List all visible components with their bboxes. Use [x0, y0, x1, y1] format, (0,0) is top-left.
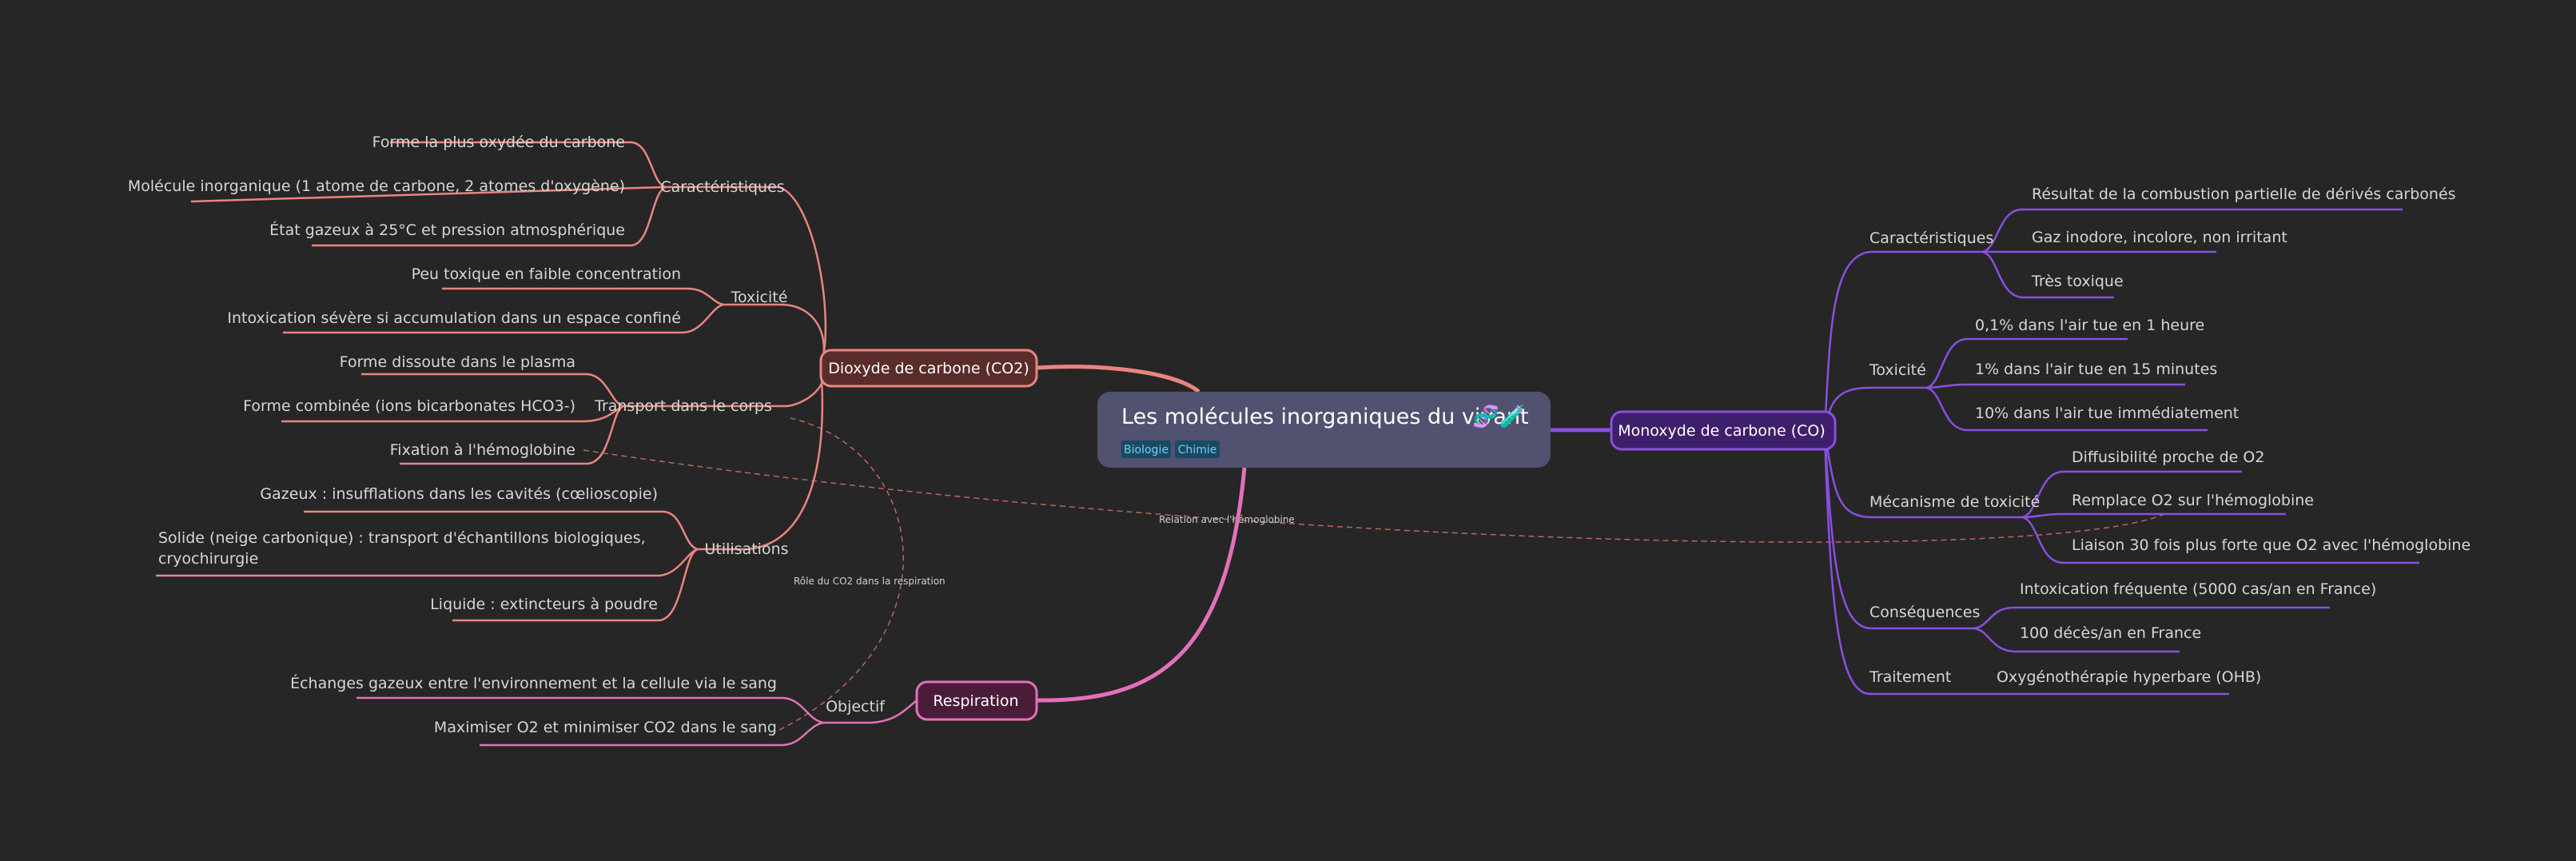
relation-role-co2-label: Rôle du CO2 dans la respiration: [794, 576, 946, 587]
co2-toxicite-2[interactable]: Intoxication sévère si accumulation dans…: [227, 309, 681, 327]
root-node[interactable]: Les molécules inorganiques du vivant 🧬🧪 …: [1097, 392, 1551, 468]
co2-transport-label[interactable]: Transport dans le corps: [594, 397, 772, 415]
root-title: Les molécules inorganiques du vivant: [1121, 405, 1529, 429]
co-mecanisme-label[interactable]: Mécanisme de toxicité: [1869, 493, 2040, 511]
co-node-label: Monoxyde de carbone (CO): [1618, 422, 1825, 440]
relation-hemoglobine-line: [583, 449, 2165, 543]
relation-role-co2-line: [778, 417, 904, 731]
co-mecanisme-1[interactable]: Diffusibilité proche de O2: [2072, 448, 2264, 466]
co-consequences-label[interactable]: Conséquences: [1869, 604, 1980, 621]
co2-transport-1[interactable]: Forme dissoute dans le plasma: [340, 353, 575, 371]
respiration-branch: [356, 696, 918, 747]
co-node[interactable]: Monoxyde de carbone (CO): [1610, 410, 1837, 451]
co2-node[interactable]: Dioxyde de carbone (CO2): [819, 349, 1038, 388]
co-consequence-1[interactable]: Intoxication fréquente (5000 cas/an en F…: [2020, 580, 2376, 598]
co-toxicite-label[interactable]: Toxicité: [1869, 361, 1926, 379]
co2-caracteristique-2[interactable]: Molécule inorganique (1 atome de carbone…: [128, 177, 625, 195]
co-toxicite-3[interactable]: 10% dans l'air tue immédiatement: [1975, 405, 2239, 422]
respiration-node[interactable]: Respiration: [915, 680, 1038, 721]
co2-toxicite-label[interactable]: Toxicité: [731, 289, 788, 306]
co2-utilisation-3[interactable]: Liquide : extincteurs à poudre: [430, 596, 658, 613]
co2-caracteristique-3[interactable]: État gazeux à 25°C et pression atmosphér…: [269, 221, 625, 239]
co-toxicite-2[interactable]: 1% dans l'air tue en 15 minutes: [1975, 361, 2217, 378]
co2-toxicite-1[interactable]: Peu toxique en faible concentration: [412, 265, 681, 283]
co2-caracteristique-1[interactable]: Forme la plus oxydée du carbone: [372, 134, 625, 151]
co2-utilisation-1[interactable]: Gazeux : insufflations dans les cavités …: [260, 485, 658, 503]
relation-hemoglobine-label: Relation avec l'hémoglobine: [1159, 514, 1295, 525]
respiration-objectif-1[interactable]: Échanges gazeux entre l'environnement et…: [290, 674, 777, 692]
respiration-objectif-label[interactable]: Objectif: [826, 698, 886, 716]
connector-root-co2: [1036, 365, 1200, 393]
respiration-node-label: Respiration: [933, 692, 1018, 710]
connector-root-respiration: [1036, 467, 1247, 703]
co2-node-label: Dioxyde de carbone (CO2): [828, 360, 1029, 377]
co2-caracteristiques-label[interactable]: Caractéristiques: [660, 178, 784, 196]
respiration-objectif-2[interactable]: Maximiser O2 et minimiser CO2 dans le sa…: [434, 719, 777, 736]
tag-biologie[interactable]: Biologie: [1121, 440, 1171, 458]
co-branch: [1823, 208, 2419, 696]
co-traitement-1[interactable]: Oxygénothérapie hyperbare (OHB): [1997, 668, 2261, 686]
co-caracteristique-1[interactable]: Résultat de la combustion partielle de d…: [2032, 185, 2456, 203]
tag-chimie-label: Chimie: [1178, 444, 1217, 456]
co-caracteristique-2[interactable]: Gaz inodore, incolore, non irritant: [2032, 229, 2287, 246]
tag-chimie[interactable]: Chimie: [1175, 440, 1220, 458]
co-consequence-2[interactable]: 100 décès/an en France: [2020, 624, 2201, 642]
root-emoji: 🧬🧪: [1472, 403, 1526, 429]
co-caracteristique-3[interactable]: Très toxique: [2031, 273, 2124, 290]
co-mecanisme-2[interactable]: Remplace O2 sur l'hémoglobine: [2072, 492, 2314, 509]
co2-transport-3[interactable]: Fixation à l'hémoglobine: [390, 441, 575, 459]
co2-utilisation-2-cont[interactable]: cryochirurgie: [158, 550, 258, 568]
co-mecanisme-3[interactable]: Liaison 30 fois plus forte que O2 avec l…: [2072, 536, 2470, 554]
co-caracteristiques-label[interactable]: Caractéristiques: [1869, 229, 1993, 247]
co2-branch: [156, 141, 827, 622]
co-traitement-label[interactable]: Traitement: [1869, 668, 1951, 686]
co2-utilisation-2[interactable]: Solide (neige carbonique) : transport d'…: [158, 529, 646, 547]
co2-transport-2[interactable]: Forme combinée (ions bicarbonates HCO3-): [243, 397, 575, 415]
tag-biologie-label: Biologie: [1124, 444, 1169, 456]
co2-utilisations-label[interactable]: Utilisations: [704, 540, 788, 558]
co-toxicite-1[interactable]: 0,1% dans l'air tue en 1 heure: [1975, 317, 2204, 334]
